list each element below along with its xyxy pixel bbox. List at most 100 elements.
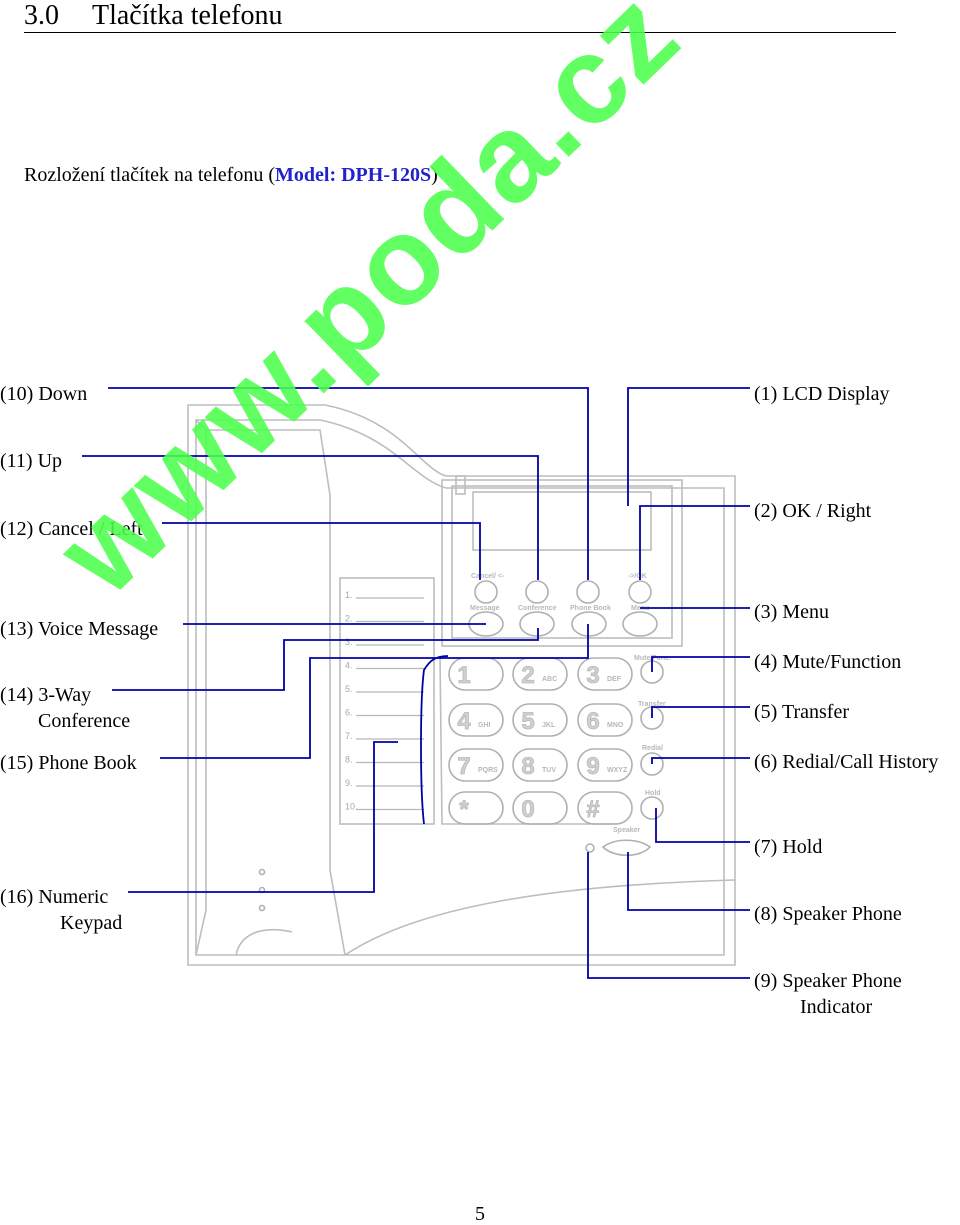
- label-conference-line2: Conference: [38, 710, 131, 732]
- model-name: Model: DPH-120S: [275, 164, 432, 186]
- speaker-indicator-led: [585, 843, 595, 853]
- keypad-digit: 8: [521, 753, 534, 780]
- redial-button[interactable]: [640, 752, 664, 776]
- conference-button[interactable]: [519, 611, 555, 637]
- memory-slot-label: 4.: [345, 661, 353, 671]
- cancel-button-label: Cancel/ <-: [471, 573, 505, 580]
- leader-line-down: [108, 387, 589, 580]
- label-down: (10) Down: [0, 383, 88, 405]
- keypad-letters: MNO: [607, 722, 624, 729]
- function-buttons: [258, 580, 664, 912]
- leader-lines: [82, 387, 750, 979]
- cancel-button[interactable]: [474, 580, 498, 604]
- keypad-digit: 3: [586, 662, 599, 689]
- keypad-key-outline: [512, 748, 568, 782]
- label-up: (11) Up: [0, 450, 63, 472]
- keypad-letters: GHI: [478, 722, 491, 729]
- keypad-letters: TUV: [542, 767, 556, 774]
- phone-book-button-label: Phone Book: [570, 605, 611, 612]
- section-title: Tlačítka telefonu: [92, 0, 283, 31]
- keypad-letters: WXYZ: [607, 767, 628, 774]
- keypad-digit: 0: [521, 796, 534, 823]
- keypad-bracket: [420, 655, 449, 825]
- label-conference-line1: (14) 3-Way: [0, 684, 92, 706]
- transfer-button-label: Transfer: [638, 701, 666, 708]
- keypad-letters: DEF: [607, 676, 622, 683]
- mic-hole-icon: [258, 904, 266, 912]
- label-speaker-phone: (8) Speaker Phone: [754, 903, 902, 925]
- keypad-letters: JKL: [542, 722, 556, 729]
- leader-line-hold: [655, 808, 750, 843]
- leader-line-ok: [639, 505, 750, 580]
- keypad-letters: PQRS: [478, 767, 498, 774]
- keypad-key-outline: [577, 657, 633, 691]
- down-button[interactable]: [576, 580, 600, 604]
- memory-slot-label: 8.: [345, 755, 353, 765]
- label-keypad-line1: (16) Numeric: [0, 886, 109, 908]
- memory-slot-label: 1.: [345, 590, 353, 600]
- keypad-key-outline: [512, 703, 568, 737]
- speaker-button-label: Speaker: [613, 827, 641, 834]
- menu-button[interactable]: [622, 611, 658, 637]
- memory-list: 1.2.3.4.5.6.7.8.9.10.: [345, 590, 424, 812]
- keypad-key[interactable]: 1: [448, 657, 504, 691]
- page-number: 5: [475, 1203, 485, 1225]
- leader-line-phone-book: [160, 624, 589, 759]
- leader-line-speaker: [627, 852, 750, 911]
- section-heading: 3.0 Tlačítka telefonu: [24, 0, 896, 33]
- ok-button[interactable]: [628, 580, 652, 604]
- leader-line-cancel: [162, 522, 481, 580]
- label-lcd-display: (1) LCD Display: [754, 383, 890, 405]
- leader-line-transfer: [651, 706, 750, 718]
- subtitle-prefix: Rozložení tlačítek na telefonu (: [24, 164, 276, 186]
- keypad-digit: #: [586, 796, 599, 823]
- leader-line-up: [82, 455, 539, 580]
- redial-button-label: Redial: [642, 745, 663, 752]
- label-redial: (6) Redial/Call History: [754, 751, 939, 773]
- label-phone-book: (15) Phone Book: [0, 752, 137, 774]
- ok-button-label: ->/OK: [628, 573, 647, 580]
- keypad-digit: 6: [586, 708, 599, 735]
- memory-slot-label: 5.: [345, 684, 353, 694]
- leader-line-lcd: [627, 387, 750, 506]
- leader-line-redial: [651, 757, 750, 764]
- label-mute-function: (4) Mute/Function: [754, 651, 902, 673]
- keypad-key-outline: [512, 791, 568, 825]
- keypad-key[interactable]: #: [577, 791, 633, 825]
- memory-slot-label: 6.: [345, 708, 353, 718]
- label-hold: (7) Hold: [754, 836, 823, 858]
- keypad-key-outline: [577, 748, 633, 782]
- keypad-key-outline: [577, 791, 633, 825]
- up-button[interactable]: [525, 580, 549, 604]
- keypad-digit: 4: [457, 708, 471, 735]
- hold-button[interactable]: [640, 796, 664, 820]
- leader-line-conference: [112, 628, 539, 691]
- phone-book-button[interactable]: [571, 611, 607, 637]
- keypad-digit: *: [459, 796, 469, 823]
- layout-subtitle: Rozložení tlačítek na telefonu (Model: D…: [24, 162, 438, 188]
- hold-button-label: Hold: [645, 790, 661, 797]
- label-transfer: (5) Transfer: [754, 701, 849, 723]
- keypad-key-outline: [448, 703, 504, 737]
- label-cancel-left: (12) Cancel / Left: [0, 518, 143, 540]
- memory-slot-label: 9.: [345, 778, 353, 788]
- keypad-letters: ABC: [542, 676, 557, 683]
- keypad-key[interactable]: *: [448, 791, 504, 825]
- speaker-button[interactable]: [601, 839, 652, 857]
- label-indicator-line1: (9) Speaker Phone: [754, 970, 902, 992]
- section-number: 3.0: [24, 0, 59, 31]
- keypad-key[interactable]: 0: [512, 791, 568, 825]
- keypad-key-outline: [577, 703, 633, 737]
- keypad-digit: 1: [457, 662, 470, 689]
- subtitle-suffix: ): [431, 164, 438, 186]
- leader-line-mute: [651, 656, 750, 672]
